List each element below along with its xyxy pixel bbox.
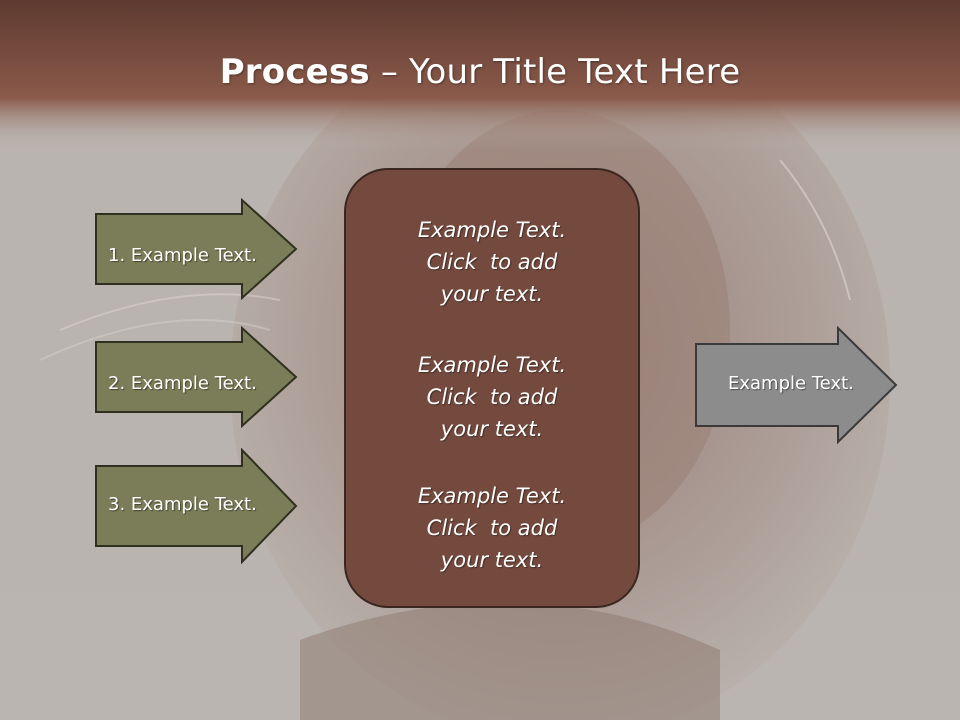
center-text-block-3[interactable]: Example Text. Click to add your text. <box>346 480 638 576</box>
center-block-1-line-2: Click to add <box>426 250 558 274</box>
center-text-block-1[interactable]: Example Text. Click to add your text. <box>346 214 638 310</box>
center-block-3-line-2: Click to add <box>426 516 558 540</box>
slide-title[interactable]: Process – Your Title Text Here <box>0 52 960 92</box>
step-label-3: 3. Example Text. <box>108 494 257 515</box>
center-block-2-line-2: Click to add <box>426 385 558 409</box>
header-band <box>0 0 960 150</box>
output-label: Example Text. <box>728 373 854 394</box>
title-rest: – Your Title Text Here <box>369 52 741 92</box>
center-text-box[interactable]: Example Text. Click to add your text. Ex… <box>344 168 640 608</box>
step-arrow-1[interactable] <box>94 198 300 300</box>
output-arrow[interactable] <box>694 326 900 446</box>
center-text-block-2[interactable]: Example Text. Click to add your text. <box>346 349 638 445</box>
step-arrow-2[interactable] <box>94 326 300 428</box>
center-block-2-line-3: your text. <box>440 417 544 441</box>
center-block-2-line-1: Example Text. <box>417 353 567 377</box>
center-block-1-line-3: your text. <box>440 282 544 306</box>
step-arrow-3[interactable] <box>94 448 300 564</box>
center-block-3-line-3: your text. <box>440 548 544 572</box>
title-bold: Process <box>219 52 370 92</box>
step-label-1: 1. Example Text. <box>108 245 257 266</box>
center-block-3-line-1: Example Text. <box>417 484 567 508</box>
step-label-2: 2. Example Text. <box>108 373 257 394</box>
center-block-1-line-1: Example Text. <box>417 218 567 242</box>
